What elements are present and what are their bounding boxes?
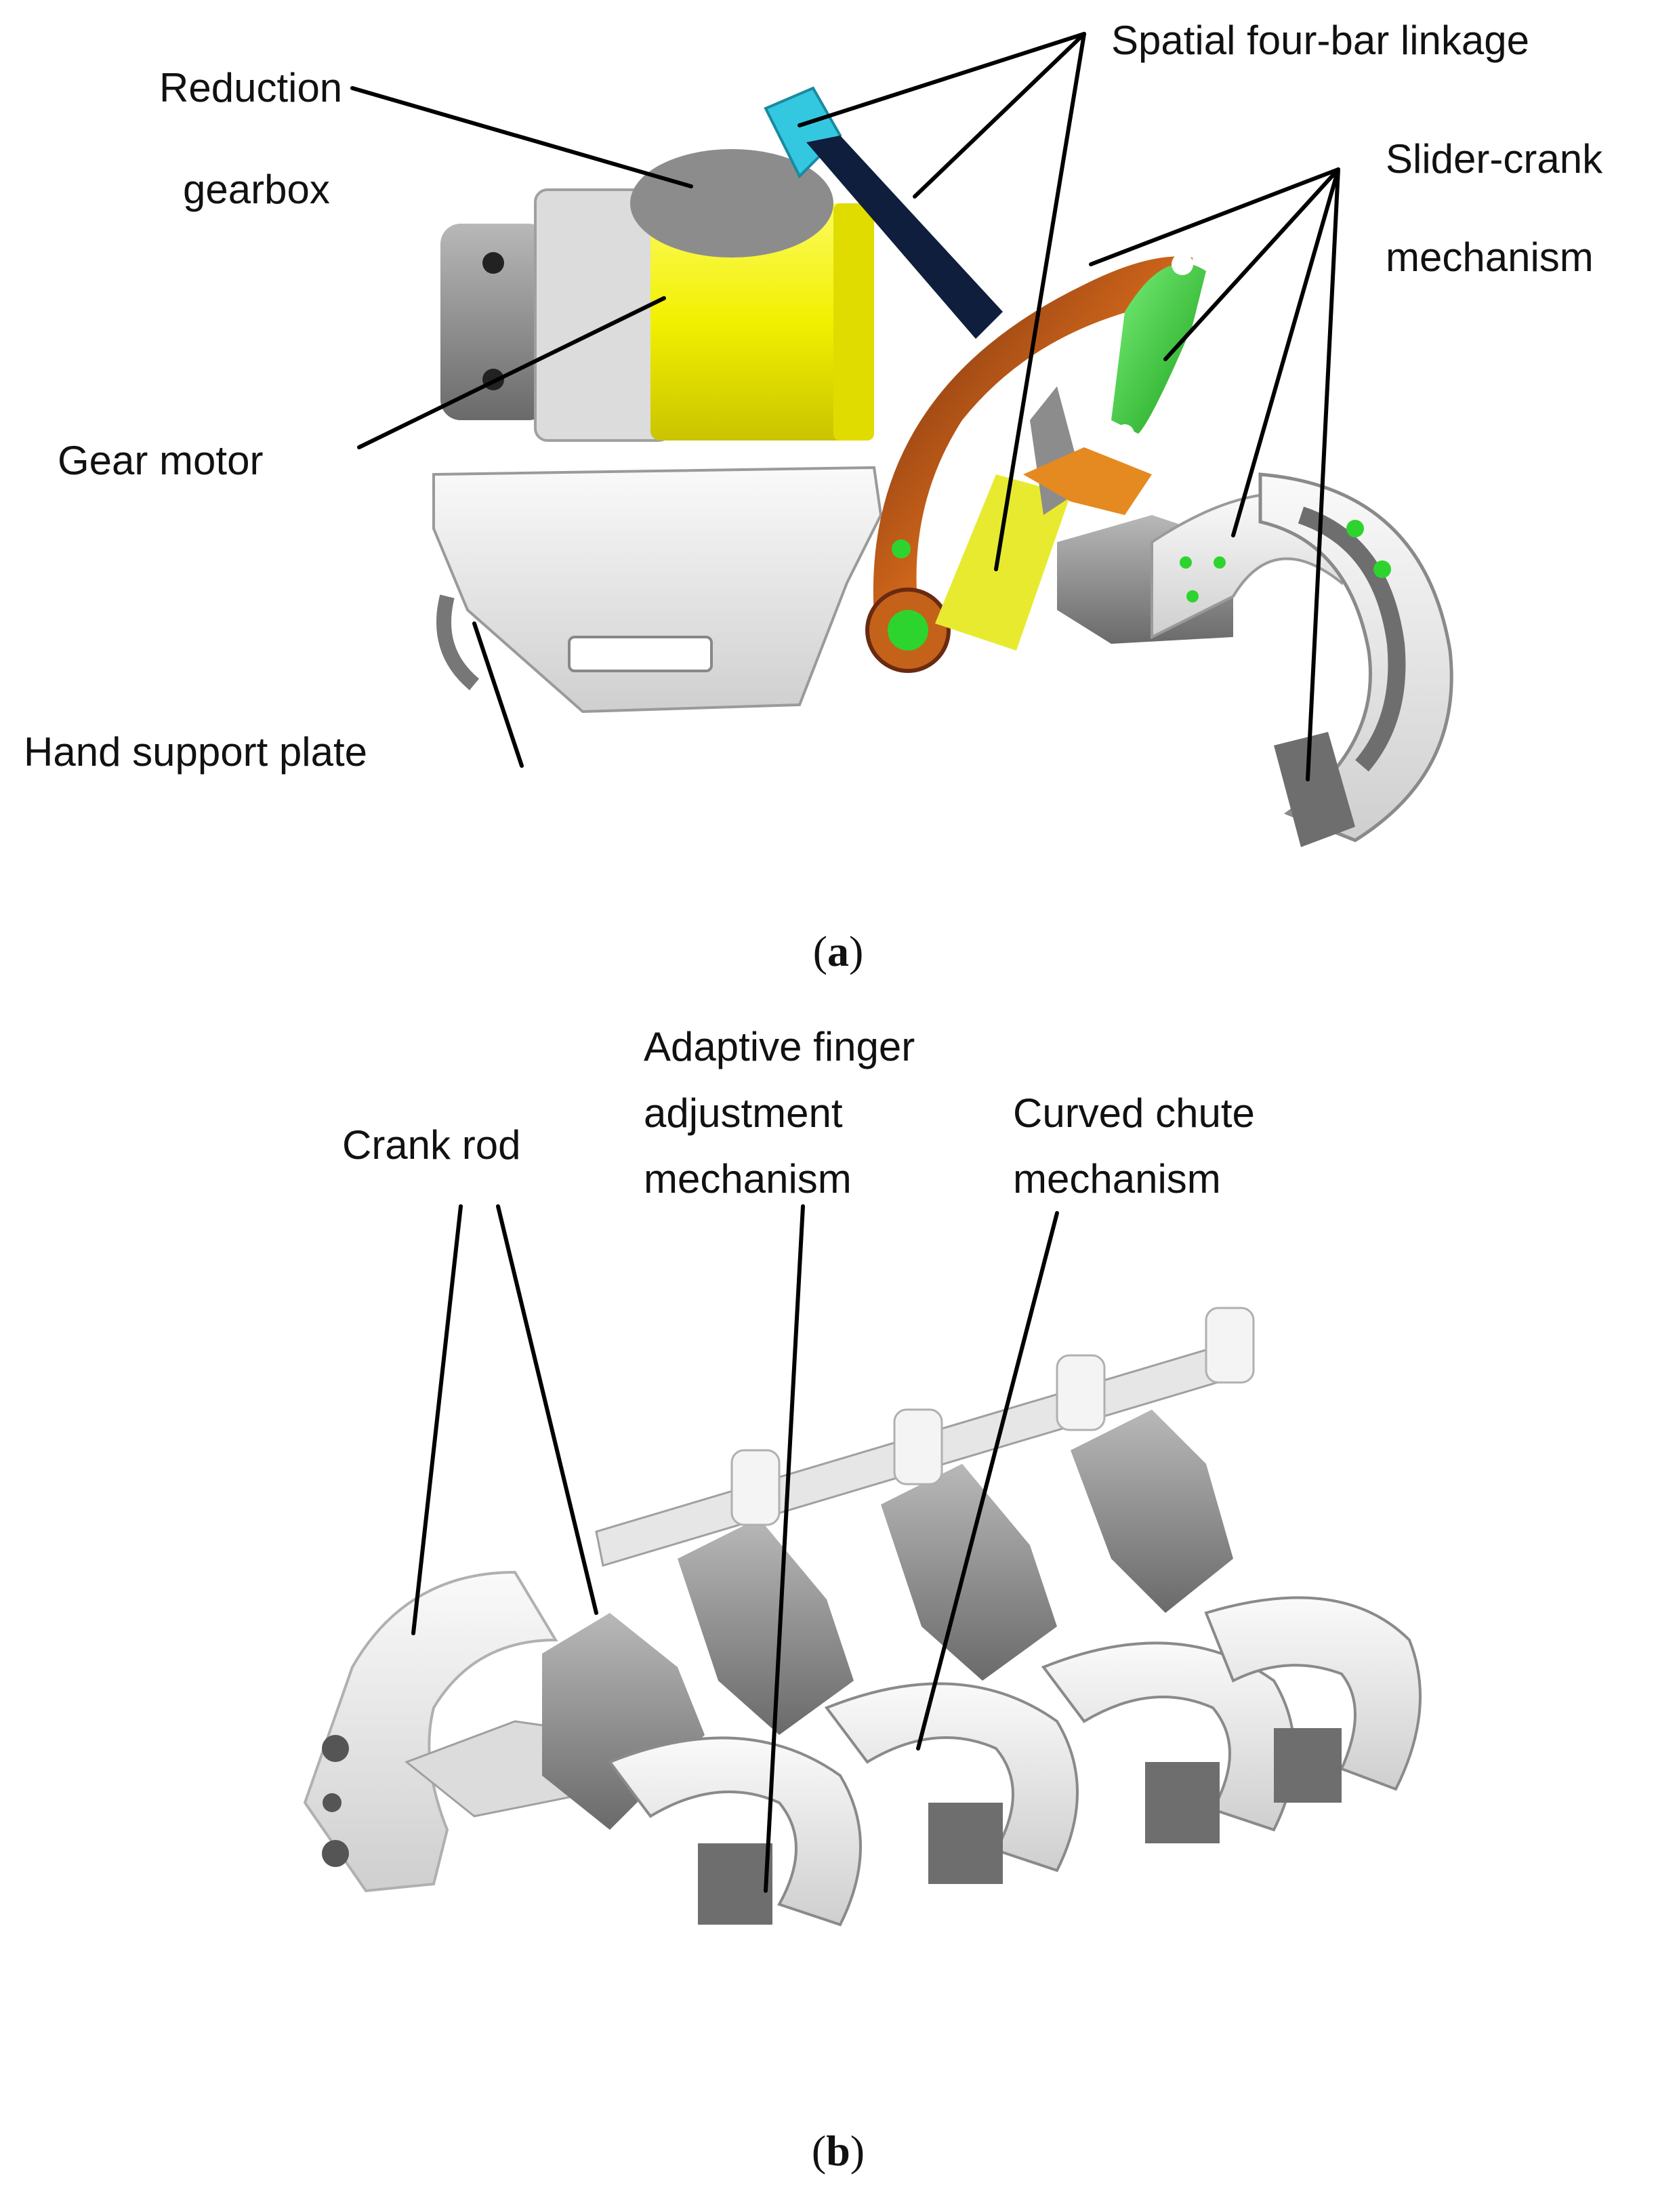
leader-lines-b	[411, 1204, 1059, 1893]
label-reduction-gearbox-line2: gearbox	[183, 167, 330, 212]
label-spatial-four-bar-linkage: Spatial four-bar linkage	[1111, 18, 1529, 63]
label-curved-chute-line1: Curved chute	[1013, 1090, 1255, 1136]
label-adaptive-finger-line3: mechanism	[644, 1156, 852, 1202]
gear-motor-part	[440, 188, 874, 442]
caption-b: (b)	[812, 2127, 865, 2175]
finger-module-2	[678, 1518, 1079, 1884]
caption-a-close: )	[849, 927, 863, 975]
caption-b-close: )	[850, 2127, 865, 2175]
figure-a: Reduction gearbox Spatial four-bar linka…	[24, 18, 1603, 975]
figure-b: Crank rod Adaptive finger adjustment mec…	[303, 1024, 1422, 2175]
label-slider-crank-line1: Slider-crank	[1386, 136, 1603, 182]
finger-chute-part	[1057, 472, 1453, 847]
leader-lines-a	[350, 32, 1340, 781]
label-curved-chute-line2: mechanism	[1013, 1156, 1221, 1202]
finger-module-3	[881, 1464, 1296, 1843]
crank-rod-part	[303, 1570, 611, 1893]
finger-module-1	[542, 1613, 862, 1927]
spatial-four-bar-linkage-part	[764, 86, 1003, 339]
slider-crank-part	[1111, 253, 1206, 443]
reduction-gearbox-part	[630, 149, 833, 258]
label-gear-motor: Gear motor	[58, 438, 263, 483]
finger-module-4	[1071, 1410, 1422, 1803]
crank-mechanism-part	[865, 256, 1193, 673]
label-adaptive-finger-line1: Adaptive finger	[644, 1024, 915, 1069]
label-adaptive-finger-line2: adjustment	[644, 1090, 843, 1136]
caption-b-open: (	[812, 2127, 826, 2175]
caption-a: (a)	[813, 927, 864, 975]
label-crank-rod: Crank rod	[342, 1122, 520, 1168]
hand-support-plate-part	[432, 466, 883, 714]
caption-b-letter: b	[826, 2127, 850, 2175]
label-reduction-gearbox-line1: Reduction	[159, 65, 342, 110]
label-hand-support-plate: Hand support plate	[24, 729, 367, 775]
top-hinge-rail	[595, 1307, 1255, 1567]
caption-a-letter: a	[827, 927, 849, 975]
caption-a-open: (	[813, 927, 827, 975]
label-slider-crank-line2: mechanism	[1386, 234, 1594, 280]
